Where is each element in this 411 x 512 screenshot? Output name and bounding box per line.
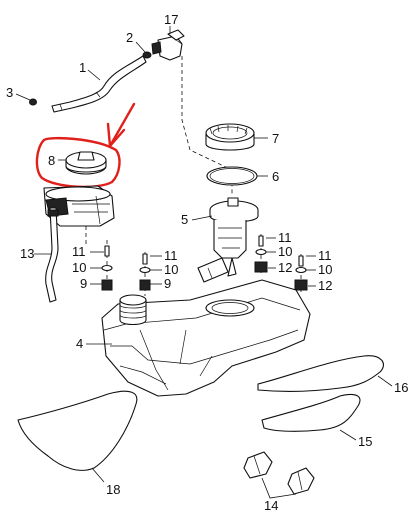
callout-10-c: 10 xyxy=(278,244,292,259)
callout-2: 2 xyxy=(126,30,133,45)
callout-11-c: 11 xyxy=(278,230,292,245)
callout-12-a: 12 xyxy=(278,260,292,275)
part-2-clamp xyxy=(142,51,152,59)
callout-10-a: 10 xyxy=(72,260,86,275)
leader-18 xyxy=(91,467,105,483)
callout-15: 15 xyxy=(358,434,372,449)
callout-7: 7 xyxy=(272,131,279,146)
fastener-stack-right-center xyxy=(254,234,268,276)
callout-4: 4 xyxy=(76,336,83,351)
part-14-bushings xyxy=(243,451,315,495)
part-8-filler-cap xyxy=(65,151,107,175)
part-15-pad xyxy=(261,393,361,432)
callout-13: 13 xyxy=(20,246,34,261)
part-17-fitting xyxy=(151,29,185,61)
fastener-stack-left xyxy=(101,240,113,291)
callout-labels: 17 2 1 3 7 8 6 5 11 13 11 11 11 10 10 10… xyxy=(6,12,408,512)
callout-9-b: 9 xyxy=(164,276,171,291)
part-13-hose xyxy=(45,207,59,303)
fastener-stack-right xyxy=(294,254,308,292)
leader-2 xyxy=(135,41,146,53)
callout-5: 5 xyxy=(181,212,188,227)
leader-14 xyxy=(261,477,297,499)
callout-1: 1 xyxy=(79,60,86,75)
fastener-stack-center xyxy=(139,252,151,296)
part-3-clamp xyxy=(29,98,37,106)
callout-11-a: 11 xyxy=(72,244,86,259)
callout-3: 3 xyxy=(6,85,13,100)
callout-16: 16 xyxy=(394,380,408,395)
tank-filler-neck xyxy=(119,294,147,326)
leader-1 xyxy=(87,69,101,81)
callout-11-b: 11 xyxy=(164,248,178,263)
callout-14: 14 xyxy=(264,498,278,512)
callout-18: 18 xyxy=(106,482,120,497)
part-18-pad xyxy=(17,390,138,471)
part-7-lock-ring xyxy=(205,123,255,151)
callout-6: 6 xyxy=(272,169,279,184)
leader-5 xyxy=(191,215,213,221)
callout-10-b: 10 xyxy=(164,262,178,277)
callout-8: 8 xyxy=(48,153,55,168)
highlight-part-8 xyxy=(35,102,136,189)
callout-17: 17 xyxy=(164,12,178,27)
part-6-o-ring xyxy=(206,166,258,186)
leader-3 xyxy=(15,93,31,101)
part-16-pad xyxy=(257,355,384,392)
callout-11-d: 11 xyxy=(318,248,332,263)
leader-15 xyxy=(339,429,357,441)
callout-12-b: 12 xyxy=(318,278,332,293)
part-1-hose xyxy=(51,55,147,113)
callout-9-a: 9 xyxy=(80,276,87,291)
part-5-fuel-pump xyxy=(197,197,259,283)
callout-10-d: 10 xyxy=(318,262,332,277)
leader-16 xyxy=(377,375,393,387)
part-4-fuel-tank xyxy=(101,279,311,397)
